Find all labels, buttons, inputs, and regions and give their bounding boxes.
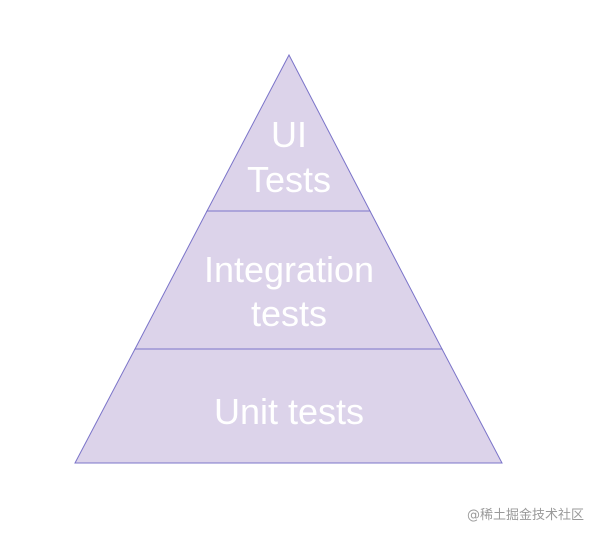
watermark-text: @稀土掘金技术社区 [467,507,584,523]
tier-ui-label-line-1: UI [271,114,307,155]
tier-unit-label: Unit tests [214,391,364,432]
tier-ui-label-line-2: Tests [247,159,331,200]
tier-integration-label-line-1: Integration [204,249,374,290]
tier-integration-label-line-2: tests [251,293,327,334]
pyramid-tier-unit [74,348,503,464]
